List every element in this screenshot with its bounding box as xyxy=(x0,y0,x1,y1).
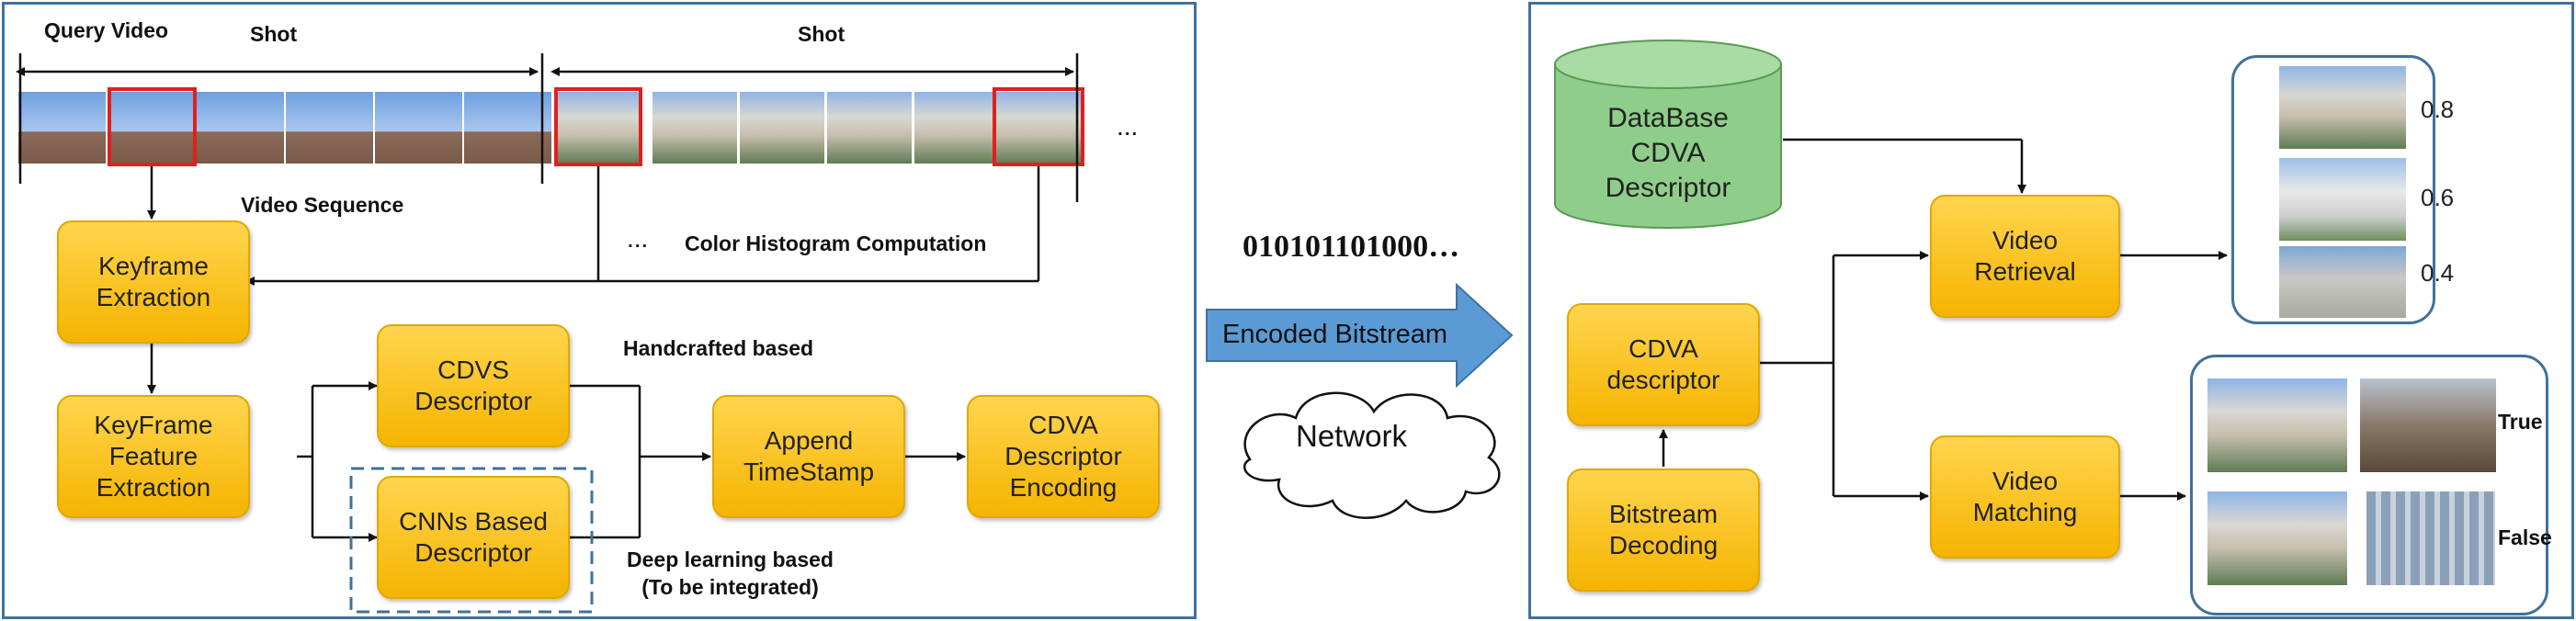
video-frame xyxy=(653,92,737,164)
result-image xyxy=(2279,158,2406,241)
cnns-descriptor-box: CNNs Based Descriptor xyxy=(377,476,570,599)
result-image xyxy=(2279,246,2406,318)
cdva-encoding-box: CDVA Descriptor Encoding xyxy=(967,395,1160,518)
color-histogram-label: Color Histogram Computation xyxy=(685,231,987,255)
video-sequence-label: Video Sequence xyxy=(241,193,404,217)
ellipsis-mid: ... xyxy=(627,224,649,253)
video-frame xyxy=(827,92,912,164)
ellipsis-right: ... xyxy=(1117,112,1139,141)
video-frame xyxy=(197,92,284,164)
video-frame xyxy=(997,92,1082,164)
query-video-label: Query Video xyxy=(44,18,169,42)
match-image xyxy=(2360,378,2496,472)
cdvs-descriptor-box: CDVS Descriptor xyxy=(377,324,570,447)
video-frame xyxy=(18,92,106,164)
network-label: Network xyxy=(1296,419,1408,453)
append-timestamp-box: Append TimeStamp xyxy=(712,395,905,518)
encoded-bitstream-label: Encoded Bitstream xyxy=(1222,320,1448,349)
video-matching-box: Video Matching xyxy=(1930,435,2120,559)
keyframe-feature-box: KeyFrame Feature Extraction xyxy=(57,395,250,518)
keyframe-extraction-box: Keyframe Extraction xyxy=(57,220,250,344)
score: 0.4 xyxy=(2421,259,2455,287)
match-false-label: False xyxy=(2498,525,2552,549)
video-retrieval-box: Video Retrieval xyxy=(1930,195,2120,318)
highlight-frame xyxy=(993,87,1084,166)
result-image xyxy=(2279,66,2406,149)
video-frame xyxy=(464,92,551,164)
video-frame xyxy=(914,92,999,164)
match-image xyxy=(2207,491,2347,585)
bitstream-decoding-box: Bitstream Decoding xyxy=(1567,469,1760,592)
video-frame xyxy=(556,92,641,164)
match-image xyxy=(2366,491,2495,585)
handcrafted-label: Handcrafted based xyxy=(623,336,814,360)
video-frame xyxy=(740,92,824,164)
database-label: DataBase CDVA Descriptor xyxy=(1605,103,1731,203)
score: 0.6 xyxy=(2421,184,2455,211)
highlight-frame xyxy=(554,87,642,166)
video-frame xyxy=(286,92,373,164)
score: 0.8 xyxy=(2421,96,2455,123)
video-frame xyxy=(108,92,195,164)
bitstream-bits: 010101101000… xyxy=(1243,230,1460,264)
match-true-label: True xyxy=(2498,410,2543,434)
video-frame xyxy=(375,92,462,164)
highlight-frame xyxy=(108,87,197,166)
shot-label-1: Shot xyxy=(250,22,298,46)
deep-learning-label: Deep learning based (To be integrated) xyxy=(627,548,834,599)
shot-label-2: Shot xyxy=(798,22,845,46)
cdva-descriptor-box: CDVA descriptor xyxy=(1567,303,1760,426)
match-image xyxy=(2207,378,2347,472)
